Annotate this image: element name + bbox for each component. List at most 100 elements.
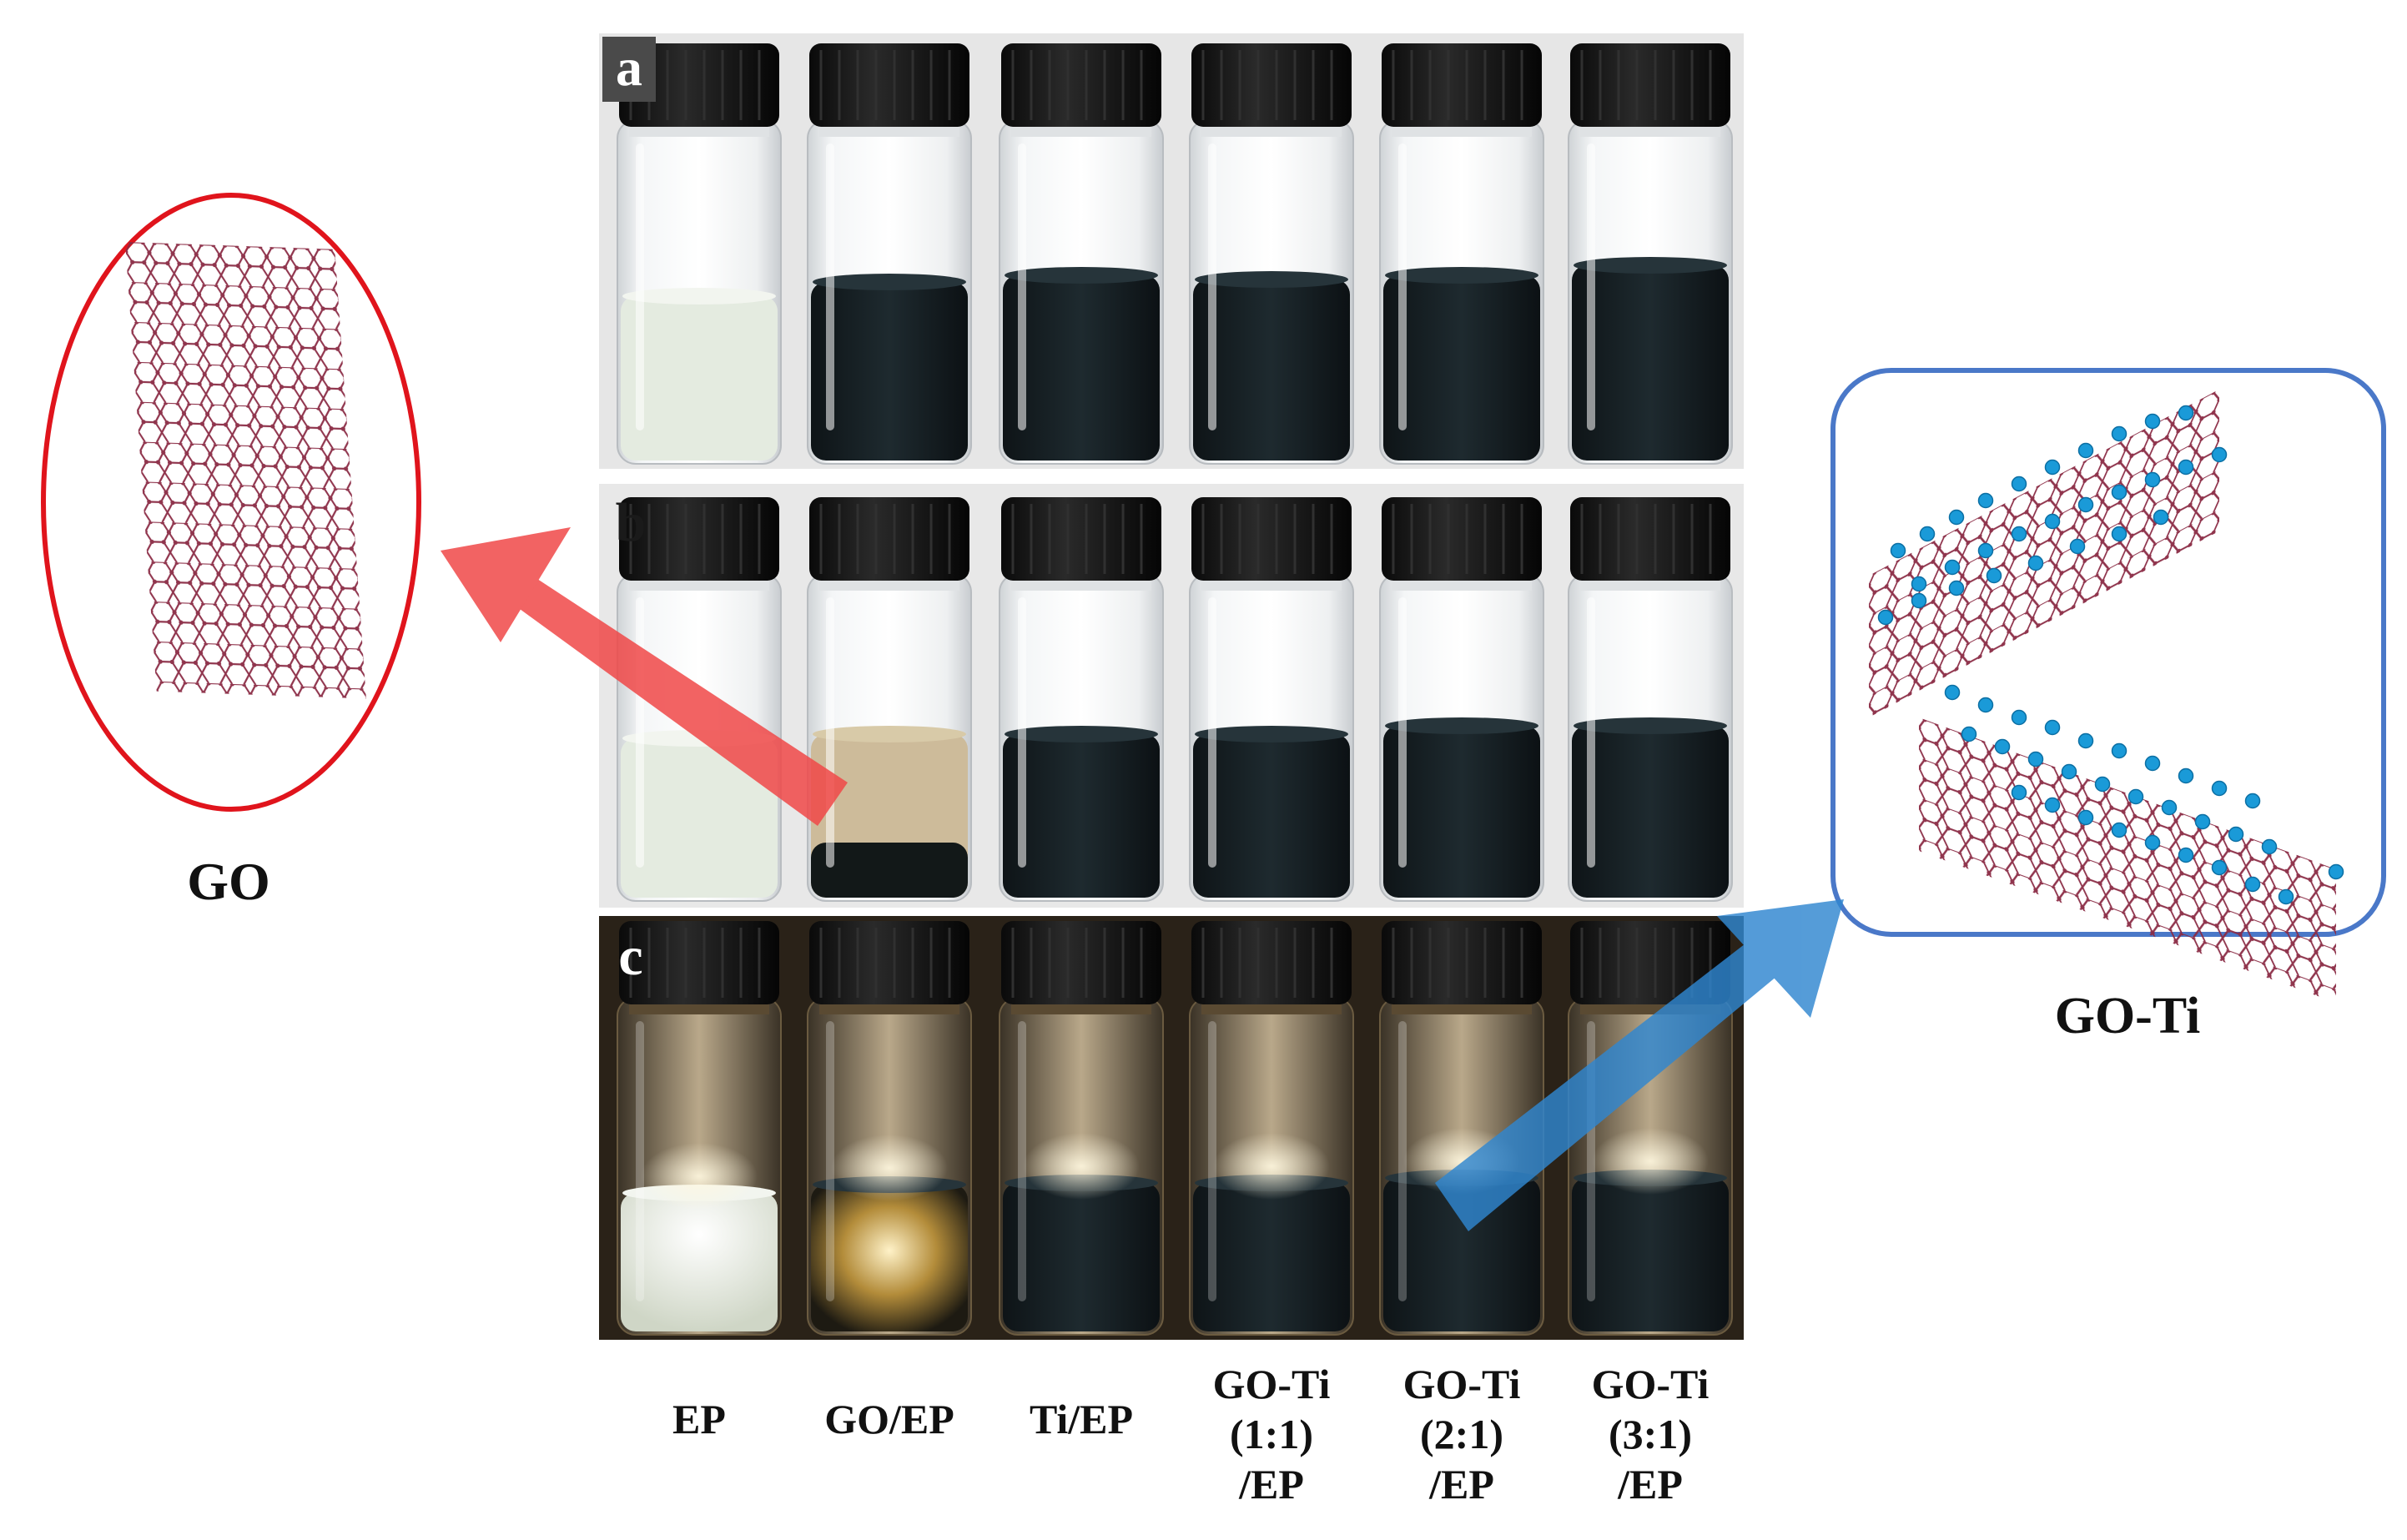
sample-label-6-line-2: (3:1) xyxy=(1609,1411,1692,1457)
vial-a-2 xyxy=(807,43,972,465)
sample-label-1-line-1: EP xyxy=(672,1396,726,1442)
sample-label-3-line-1: Ti/EP xyxy=(1030,1396,1133,1442)
ti-atom xyxy=(2153,509,2169,526)
vial-b-2 xyxy=(807,497,972,902)
ti-atom xyxy=(2161,799,2178,816)
go-arrow xyxy=(441,527,848,826)
ti-atom xyxy=(1944,559,1961,576)
ti-atom xyxy=(2178,847,2194,863)
ti-atom xyxy=(1948,580,1965,596)
panel-b-vials xyxy=(617,497,1733,902)
go-inset xyxy=(41,193,421,812)
ti-atom xyxy=(1948,509,1965,526)
ti-atom xyxy=(2144,834,2161,851)
ti-atom xyxy=(1961,726,1977,742)
ti-atom xyxy=(2211,780,2228,797)
ti-atom xyxy=(2244,793,2261,809)
ti-atom xyxy=(2061,763,2077,780)
ti-atom xyxy=(2011,526,2027,542)
panel-a-vials xyxy=(617,43,1733,465)
ti-atom xyxy=(2077,809,2094,826)
ti-atom xyxy=(2011,709,2027,726)
ti-atom xyxy=(1977,492,1994,509)
ti-atom xyxy=(2011,784,2027,801)
ti-atom xyxy=(1994,738,2011,755)
vial-b-4 xyxy=(1189,497,1354,902)
vial-a-5 xyxy=(1379,43,1544,465)
vial-b-6 xyxy=(1568,497,1733,902)
sample-label-4-line-2: (1:1) xyxy=(1230,1411,1313,1457)
ti-atom xyxy=(2077,496,2094,513)
sample-label-5-line-2: (2:1) xyxy=(1420,1411,1503,1457)
ti-atom xyxy=(2069,538,2086,555)
ti-atom xyxy=(2261,838,2278,855)
ti-atom xyxy=(2211,446,2228,463)
ti-atom xyxy=(2011,476,2027,492)
panel-c-vials xyxy=(617,921,1733,1336)
ti-atom xyxy=(2178,405,2194,421)
ti-atom xyxy=(2178,767,2194,784)
ti-atom xyxy=(2194,813,2211,830)
vial-c-3 xyxy=(999,921,1164,1336)
sample-label-6-line-3: /EP xyxy=(1617,1461,1683,1507)
vial-a-6 xyxy=(1568,43,1733,465)
vial-c-4 xyxy=(1189,921,1354,1336)
ti-atom xyxy=(2044,719,2061,736)
goti-upper-sheet xyxy=(1869,389,2219,717)
ti-atom xyxy=(2111,484,2128,501)
ti-atom xyxy=(2228,826,2244,843)
ti-atom xyxy=(2044,459,2061,476)
sample-label-5-line-3: /EP xyxy=(1428,1461,1494,1507)
panel-a-letter-box xyxy=(602,37,656,102)
ti-atom xyxy=(2211,859,2228,876)
ti-atom xyxy=(2044,797,2061,813)
sample-label-2-line-1: GO/EP xyxy=(824,1396,954,1442)
ti-atom xyxy=(2178,459,2194,476)
ti-atom xyxy=(2027,555,2044,571)
ti-atom xyxy=(2128,788,2144,805)
vial-c-6 xyxy=(1568,921,1733,1336)
ti-atom xyxy=(2144,413,2161,430)
ti-atom xyxy=(1911,592,1927,609)
panel-a-background xyxy=(599,33,1744,469)
ti-atom xyxy=(1944,684,1961,701)
sample-label-4-line-3: /EP xyxy=(1238,1461,1304,1507)
ti-atom xyxy=(2077,732,2094,749)
go-label: GO xyxy=(187,852,270,911)
sample-label-5-line-1: GO-Ti xyxy=(1403,1361,1521,1407)
vial-a-1 xyxy=(617,43,782,465)
ti-atom xyxy=(2044,513,2061,530)
vial-a-3 xyxy=(999,43,1164,465)
ti-atom xyxy=(2278,888,2294,905)
vial-c-5 xyxy=(1379,921,1544,1336)
panel-b-background xyxy=(599,484,1744,908)
ti-atom xyxy=(1977,697,1994,713)
ti-atom xyxy=(2027,751,2044,767)
ti-atoms xyxy=(1877,405,2344,905)
go-sheet xyxy=(125,241,366,699)
vial-c-2 xyxy=(807,921,972,1336)
ti-atom xyxy=(1877,609,1894,626)
ti-atom xyxy=(2111,526,2128,542)
ti-atom xyxy=(2144,755,2161,772)
goti-label: GO-Ti xyxy=(2055,988,2201,1044)
ti-atom xyxy=(2144,471,2161,488)
ti-atom xyxy=(1919,526,1936,542)
ti-atom xyxy=(1986,567,2002,584)
ti-atom xyxy=(2111,822,2128,838)
vial-b-3 xyxy=(999,497,1164,902)
sample-label-4-line-1: GO-Ti xyxy=(1213,1361,1331,1407)
vial-b-5 xyxy=(1379,497,1544,902)
panel-a-letter: a xyxy=(616,38,642,97)
ti-atom xyxy=(2328,863,2344,880)
ti-atom xyxy=(2111,742,2128,759)
vial-a-4 xyxy=(1189,43,1354,465)
ti-atom xyxy=(2094,776,2111,793)
ti-atom xyxy=(2111,425,2128,442)
goti-inset xyxy=(1830,368,2386,1003)
panel-c-letter: c xyxy=(618,926,642,987)
goti-arrow xyxy=(1435,899,1844,1231)
ti-atom xyxy=(2077,442,2094,459)
